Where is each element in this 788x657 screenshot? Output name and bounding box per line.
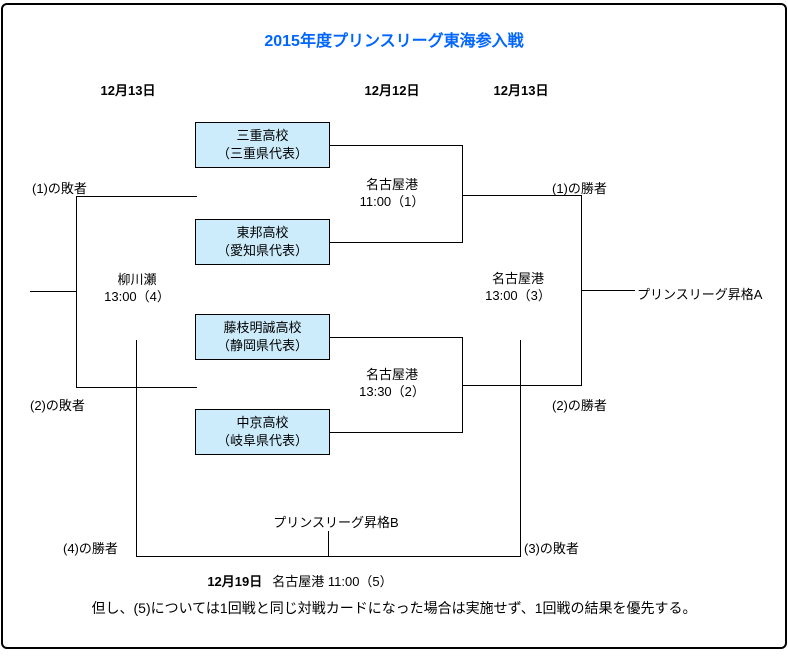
team-name: 東邦高校 (236, 225, 289, 240)
team-box-toho: 東邦高校 （愛知県代表） (195, 219, 330, 265)
connector-line (330, 242, 462, 243)
match-4-label: 柳川瀬 13:00（4） (104, 271, 170, 305)
match-venue: 柳川瀬 (117, 272, 157, 287)
connector-line (76, 196, 77, 388)
connector-line (330, 145, 462, 146)
outer-border (1, 3, 787, 649)
label-promotion-a: プリンスリーグ昇格A (637, 287, 763, 302)
connector-line (76, 196, 197, 197)
match-time: 13:30（2） (359, 384, 425, 399)
team-box-chukyo: 中京高校 （岐阜県代表） (195, 409, 330, 455)
connector-line (136, 340, 137, 557)
label-loser-2: (2)の敗者 (30, 398, 85, 413)
team-box-mie: 三重高校 （三重県代表） (195, 122, 330, 168)
label-loser-3: (3)の敗者 (524, 541, 579, 556)
promotion-b-line (328, 531, 329, 556)
label-winner-1: (1)の勝者 (552, 181, 607, 196)
match-time: 11:00（1） (359, 194, 425, 209)
match-2-label: 名古屋港 13:30（2） (359, 366, 425, 400)
match-time: 13:00（4） (104, 289, 170, 304)
match-venue: 名古屋港 (365, 177, 418, 192)
team-prefecture: （愛知県代表） (216, 243, 308, 258)
connector-line (330, 337, 462, 338)
date-header-left: 12月13日 (100, 83, 156, 98)
match-venue-time: 名古屋港 11:00（5） (272, 574, 393, 589)
page-title: 2015年度プリンスリーグ東海参入戦 (264, 33, 524, 50)
match-3-label: 名古屋港 13:00（3） (485, 270, 551, 304)
connector-line (462, 145, 463, 243)
match-5-label: 12月19日名古屋港 11:00（5） (207, 571, 392, 590)
connector-line (462, 385, 581, 386)
team-name: 藤枝明誠高校 (223, 320, 302, 335)
connector-line (30, 291, 76, 292)
team-name: 中京高校 (236, 415, 289, 430)
team-prefecture: （三重県代表） (216, 146, 308, 161)
connector-line (520, 340, 521, 557)
match-venue: 名古屋港 (491, 271, 545, 286)
label-winner-4: (4)の勝者 (63, 541, 118, 556)
label-promotion-b: プリンスリーグ昇格B (273, 515, 399, 530)
match-1-label: 名古屋港 11:00（1） (360, 176, 425, 210)
match-venue: 名古屋港 (365, 367, 419, 382)
date-header-middle: 12月12日 (364, 83, 420, 98)
match-date: 12月19日 (207, 574, 263, 589)
promotion-a-line (581, 290, 635, 291)
label-winner-2: (2)の勝者 (552, 398, 607, 413)
team-name: 三重高校 (236, 128, 289, 143)
connector-line (136, 556, 521, 557)
match-time: 13:00（3） (485, 288, 551, 303)
team-prefecture: （岐阜県代表） (216, 433, 308, 448)
connector-line (462, 195, 581, 196)
footnote: 但し、(5)については1回戦と同じ対戦カードになった場合は実施せず、1回戦の結果… (91, 600, 697, 616)
team-box-fujieda-meisei: 藤枝明誠高校 （静岡県代表） (195, 314, 330, 360)
label-loser-1: (1)の敗者 (32, 181, 87, 196)
date-header-right: 12月13日 (493, 83, 549, 98)
connector-line (330, 432, 462, 433)
team-prefecture: （静岡県代表） (216, 338, 308, 353)
